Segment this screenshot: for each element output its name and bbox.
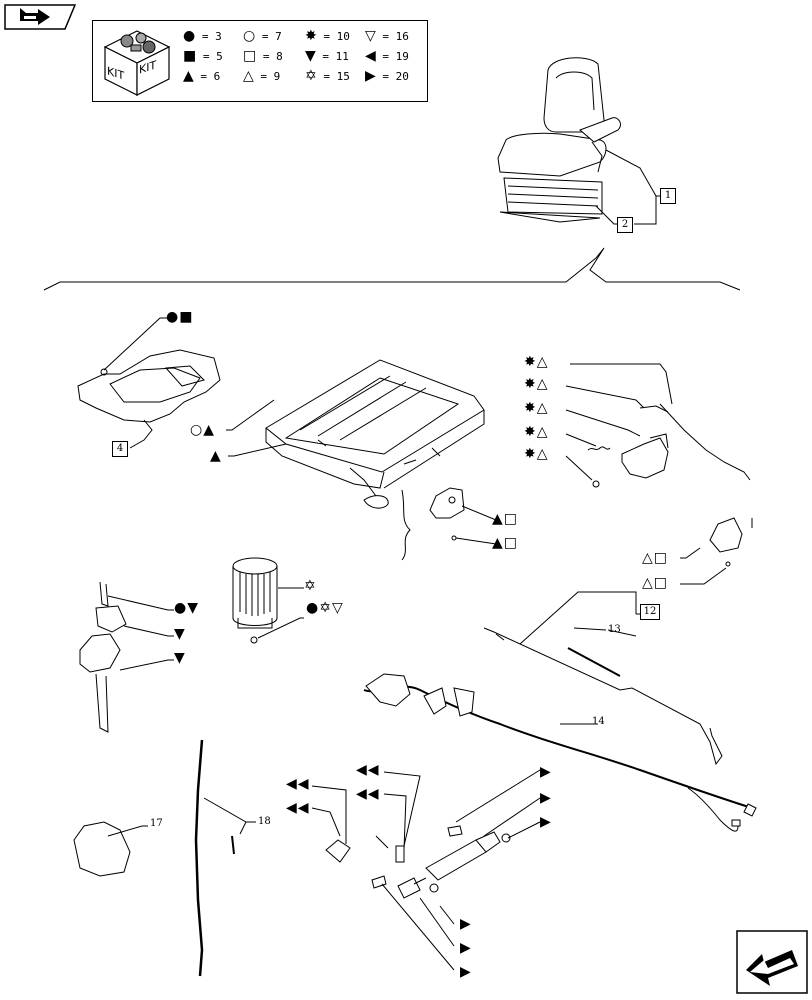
callout-damper-b2: ▶ xyxy=(460,940,472,956)
seat-frame xyxy=(265,359,485,509)
callout-lever-a: △□ xyxy=(642,550,668,566)
legend-entry: ■ = 5 xyxy=(183,48,223,64)
seat-assembly xyxy=(497,57,621,223)
callout-frame-b: ▲ xyxy=(210,448,222,464)
lever-handle xyxy=(79,581,127,733)
callout-spring-1: ✸△ xyxy=(524,354,549,370)
wiring-harness xyxy=(363,685,753,809)
callout-bracket-b: ▲□ xyxy=(492,535,518,551)
part-number-1[interactable]: 1 xyxy=(660,188,676,204)
leader-frame-a xyxy=(226,399,275,431)
leader-2 xyxy=(595,205,618,225)
callout-handle-b: ▼ xyxy=(174,626,186,642)
callout-damper-r3: ▶ xyxy=(540,814,552,830)
part-number-17[interactable]: 17 xyxy=(150,818,163,829)
back-nav-button[interactable] xyxy=(4,4,77,30)
callout-pan-screw: ●■ xyxy=(166,309,194,325)
callout-lever-b: △□ xyxy=(642,575,668,591)
leader-pan-screw xyxy=(103,317,168,371)
long-rod xyxy=(194,739,204,977)
section-divider xyxy=(43,247,741,291)
legend-entry: △ = 9 xyxy=(243,68,281,84)
rod xyxy=(483,627,723,766)
knob-part xyxy=(73,821,131,877)
part-number-18[interactable]: 18 xyxy=(258,816,271,827)
callout-air-a: ✡ xyxy=(304,578,317,594)
legend-entry: ▼ = 11 xyxy=(305,48,349,64)
legend-entry: ○ = 7 xyxy=(243,28,282,44)
leader-frame-b xyxy=(228,443,287,457)
callout-damper-r2: ▶ xyxy=(540,790,552,806)
callout-damper-b1: ▶ xyxy=(460,916,472,932)
callout-spring-2: ✸△ xyxy=(524,376,549,392)
damper-assembly xyxy=(325,825,511,899)
legend-entry: ▶ = 20 xyxy=(365,68,409,84)
callout-handle-c: ▼ xyxy=(174,650,186,666)
callout-spring-5: ✸△ xyxy=(524,446,549,462)
legend-entry: ✸ = 10 xyxy=(305,28,350,44)
callout-damper-b3: ▶ xyxy=(460,964,472,980)
callout-air-b: ●✡▽ xyxy=(306,600,344,616)
callout-handle-a: ●▼ xyxy=(174,600,199,616)
spring-assembly xyxy=(587,403,751,488)
callout-spring-4: ✸△ xyxy=(524,424,549,440)
legend-entry: ◀ = 19 xyxy=(365,48,409,64)
bracket xyxy=(429,487,465,519)
callout-frame-a: ○▲ xyxy=(190,422,215,438)
legend-entry: ▽ = 16 xyxy=(365,28,409,44)
part-number-13[interactable]: 13 xyxy=(608,624,621,635)
legend-entry: ● = 3 xyxy=(183,28,222,44)
legend-entry: ✡ = 15 xyxy=(305,68,350,84)
callout-damper-l4: ◀◀ xyxy=(356,786,380,802)
kit-legend: KIT KIT ● = 3 ■ = 5 ▲ = 6 ○ = 7 □ = 8 △ … xyxy=(92,20,428,102)
callout-damper-l2: ◀◀ xyxy=(286,800,310,816)
next-nav-button[interactable] xyxy=(736,930,808,994)
legend-entry: ▲ = 6 xyxy=(183,68,221,84)
cover-plate xyxy=(77,349,221,449)
back-arrow-icon xyxy=(4,4,77,30)
brace xyxy=(401,489,411,561)
kit-box-icon xyxy=(103,30,171,96)
right-bracket xyxy=(709,517,743,553)
part-number-12[interactable]: 12 xyxy=(640,604,660,620)
leader-1 xyxy=(605,149,660,197)
legend-entry: □ = 8 xyxy=(243,48,283,64)
callout-spring-3: ✸△ xyxy=(524,400,549,416)
next-arrow-icon xyxy=(736,930,808,994)
part-number-4[interactable]: 4 xyxy=(112,441,128,457)
part-number-14[interactable]: 14 xyxy=(592,716,605,727)
callout-damper-l1: ◀◀ xyxy=(286,776,310,792)
callout-bracket-a: ▲□ xyxy=(492,511,518,527)
callout-damper-l3: ◀◀ xyxy=(356,762,380,778)
callout-damper-r1: ▶ xyxy=(540,764,552,780)
part-number-2[interactable]: 2 xyxy=(617,217,633,233)
air-spring xyxy=(232,557,278,644)
